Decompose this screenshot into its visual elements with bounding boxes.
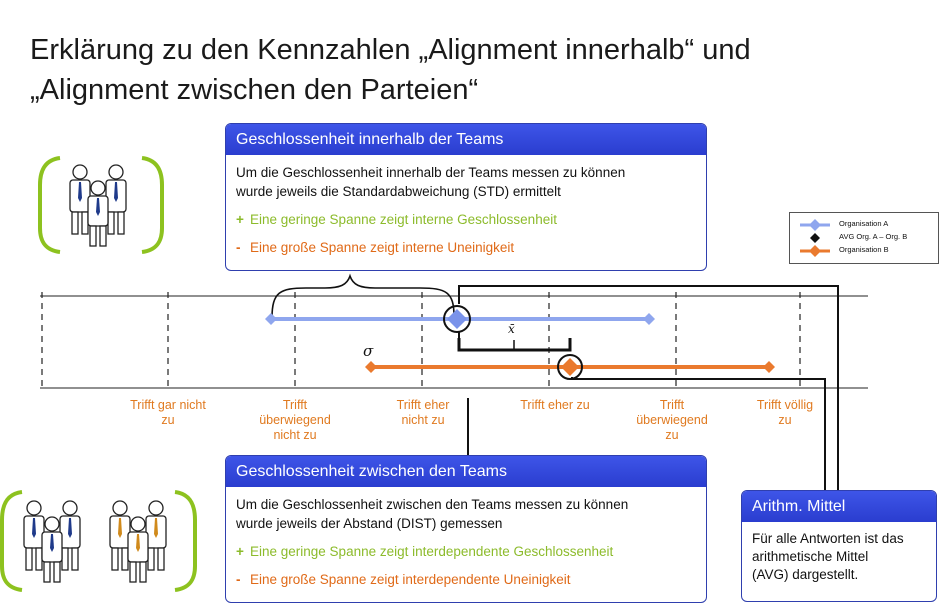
team-a-people-icon xyxy=(23,500,81,583)
bracket-left-top xyxy=(38,156,61,254)
page-title: Erklärung zu den Kennzahlen „Alignment i… xyxy=(30,30,751,110)
scale-gridlines xyxy=(41,292,801,390)
org-a-max-marker xyxy=(643,313,655,325)
org-b-min-marker xyxy=(365,361,377,373)
within-teams-plus-text: Eine geringe Spanne zeigt interne Geschl… xyxy=(250,212,557,227)
minus-sign: - xyxy=(236,572,241,587)
within-teams-minus: -Eine große Spanne zeigt interne Uneinig… xyxy=(236,238,696,257)
arithmetic-mean-text-2: arithmetische Mittel xyxy=(752,549,869,564)
between-teams-box: Geschlossenheit zwischen den Teams Um di… xyxy=(225,455,707,603)
within-teams-minus-text: Eine große Spanne zeigt interne Uneinigk… xyxy=(250,240,515,255)
bracket-right-top xyxy=(141,156,164,254)
xbar-symbol: x̄ xyxy=(508,322,515,336)
org-a-min-marker xyxy=(265,313,277,325)
between-teams-text-1: Um die Geschlossenheit zwischen den Team… xyxy=(236,497,629,512)
plus-sign: + xyxy=(236,212,244,227)
between-teams-plus-text: Eine geringe Spanne zeigt interdependent… xyxy=(250,544,614,559)
title-line-2: „Alignment zwischen den Parteien“ xyxy=(30,74,479,106)
between-teams-minus: -Eine große Spanne zeigt interdependente… xyxy=(236,570,696,589)
org-a-mean-circle xyxy=(443,305,471,333)
arithmetic-mean-text-1: Für alle Antworten ist das xyxy=(752,531,904,546)
arithmetic-mean-header: Arithm. Mittel xyxy=(742,491,936,522)
arithmetic-mean-text-3: (AVG) dargestellt. xyxy=(752,567,859,582)
within-teams-plus: + Eine geringe Spanne zeigt interne Gesch… xyxy=(236,210,696,229)
sigma-brace xyxy=(271,273,455,319)
legend: Organisation A AVG Org. A – Org. B Organ… xyxy=(789,212,939,264)
org-b-mean-circle xyxy=(557,354,583,380)
legend-markers xyxy=(800,219,830,257)
within-teams-text-1: Um die Geschlossenheit innerhalb der Tea… xyxy=(236,165,626,180)
between-teams-header: Geschlossenheit zwischen den Teams xyxy=(226,456,706,487)
team-people-icon xyxy=(69,164,127,247)
scale-label: Trifft eher zu xyxy=(520,398,590,412)
title-line-1: Erklärung zu den Kennzahlen „Alignment i… xyxy=(30,34,751,66)
org-b-max-marker xyxy=(763,361,775,373)
org-a-mean-marker xyxy=(447,309,467,329)
team-b-people-icon xyxy=(109,500,167,583)
within-teams-box: Geschlossenheit innerhalb der Teams Um d… xyxy=(225,123,707,271)
legend-org-b: Organisation B xyxy=(839,245,889,254)
sigma-symbol: σ xyxy=(363,342,374,360)
plus-sign: + xyxy=(236,544,244,559)
between-teams-minus-text: Eine große Spanne zeigt interdependente … xyxy=(250,572,571,587)
minus-sign: - xyxy=(236,240,241,255)
within-teams-text-2: wurde jeweils die Standardabweichung (ST… xyxy=(236,184,561,199)
bracket-left-bottom xyxy=(0,490,23,592)
legend-org-a: Organisation A xyxy=(839,219,889,228)
bracket-right-bottom xyxy=(174,490,197,592)
between-teams-text-2: wurde jeweils der Abstand (DIST) gemesse… xyxy=(236,516,503,531)
between-teams-plus: + Eine geringe Spanne zeigt interdependen… xyxy=(236,542,696,561)
arithmetic-mean-box: Arithm. Mittel Für alle Antworten ist da… xyxy=(741,490,937,602)
org-b-mean-marker xyxy=(561,358,579,376)
within-teams-header: Geschlossenheit innerhalb der Teams xyxy=(226,124,706,155)
legend-avg: AVG Org. A – Org. B xyxy=(839,232,908,241)
